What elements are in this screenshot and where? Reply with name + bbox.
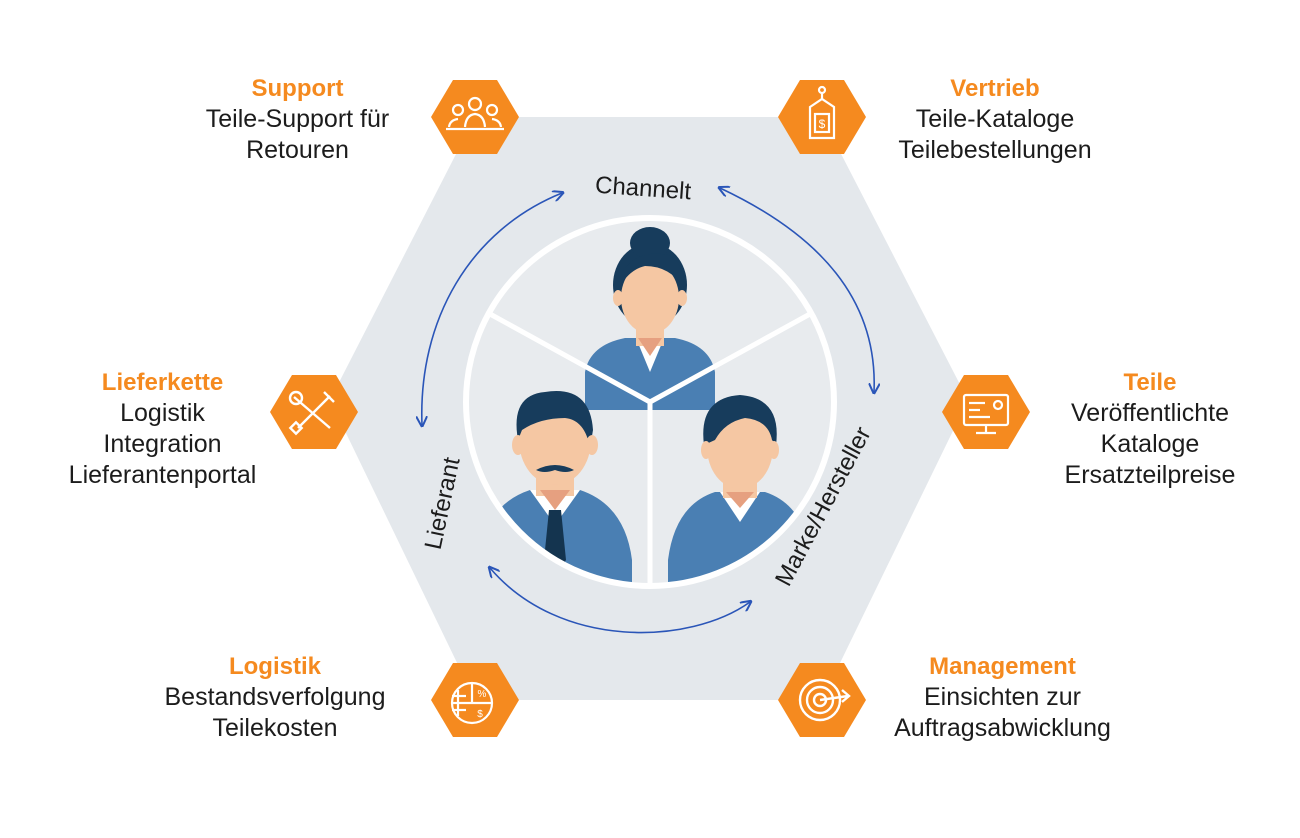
- people-circle: [463, 215, 837, 589]
- item-management-line-2: Auftragsabwicklung: [894, 714, 1111, 742]
- item-logistik-title: Logistik: [228, 653, 321, 680]
- hex-vertrieb: $: [778, 80, 866, 154]
- svg-text:$: $: [819, 117, 826, 131]
- item-teile-line-1: Veröffentlichte: [1071, 399, 1229, 427]
- item-logistik-line-1: Bestandsverfolgung: [164, 683, 386, 711]
- tools-icon: [288, 390, 335, 436]
- item-vertrieb: Vertrieb Teile-Kataloge Teilebestellunge…: [865, 74, 1125, 166]
- item-logistik-line-2: Teilekosten: [212, 714, 338, 742]
- role-label-channel: Channelt: [594, 172, 692, 206]
- hex-support: [431, 80, 519, 154]
- item-support-line-1: Teile-Support für: [205, 105, 390, 133]
- person-channel: [585, 227, 715, 410]
- hex-management: [778, 663, 866, 737]
- item-lieferkette-line-1: Logistik: [120, 399, 205, 427]
- item-lieferkette: Lieferkette Logistik Integration Liefera…: [40, 368, 285, 491]
- item-support-line-2: Retouren: [246, 136, 349, 164]
- arrow-channel-lieferant: [422, 193, 562, 425]
- item-vertrieb-line-2: Teilebestellungen: [898, 136, 1092, 164]
- item-support: Support Teile-Support für Retouren: [180, 74, 415, 166]
- arrow-channel-marke: [720, 188, 874, 392]
- item-support-title: Support: [251, 75, 344, 102]
- price-tag-icon: $: [808, 85, 836, 140]
- item-teile-title: Teile: [1123, 369, 1177, 396]
- hex-logistik: % $: [431, 663, 519, 737]
- hex-teile: [942, 375, 1030, 449]
- target-icon: [798, 678, 851, 722]
- item-vertrieb-line-1: Teile-Kataloge: [915, 105, 1075, 133]
- item-vertrieb-title: Vertrieb: [950, 75, 1040, 102]
- svg-text:%: %: [478, 689, 487, 700]
- item-lieferkette-line-3: Lieferantenportal: [68, 461, 257, 489]
- item-logistik: Logistik Bestandsverfolgung Teilekosten: [135, 652, 415, 744]
- monitor-settings-icon: [962, 393, 1010, 435]
- item-teile-line-2: Kataloge: [1100, 430, 1200, 458]
- item-teile-line-3: Ersatzteilpreise: [1064, 461, 1236, 489]
- arrow-lieferant-marke: [490, 568, 750, 634]
- item-management-title: Management: [929, 653, 1076, 680]
- item-teile: Teile Veröffentlichte Kataloge Ersatztei…: [1040, 368, 1260, 491]
- item-management-line-1: Einsichten zur: [923, 683, 1082, 711]
- item-lieferkette-title: Lieferkette: [101, 369, 224, 396]
- item-management: Management Einsichten zur Auftragsabwick…: [865, 652, 1140, 744]
- item-lieferkette-line-2: Integration: [103, 430, 222, 458]
- pie-chart-icon: % $: [450, 681, 494, 725]
- svg-text:$: $: [477, 709, 483, 720]
- hex-lieferkette: [270, 375, 358, 449]
- team-icon: [446, 96, 504, 131]
